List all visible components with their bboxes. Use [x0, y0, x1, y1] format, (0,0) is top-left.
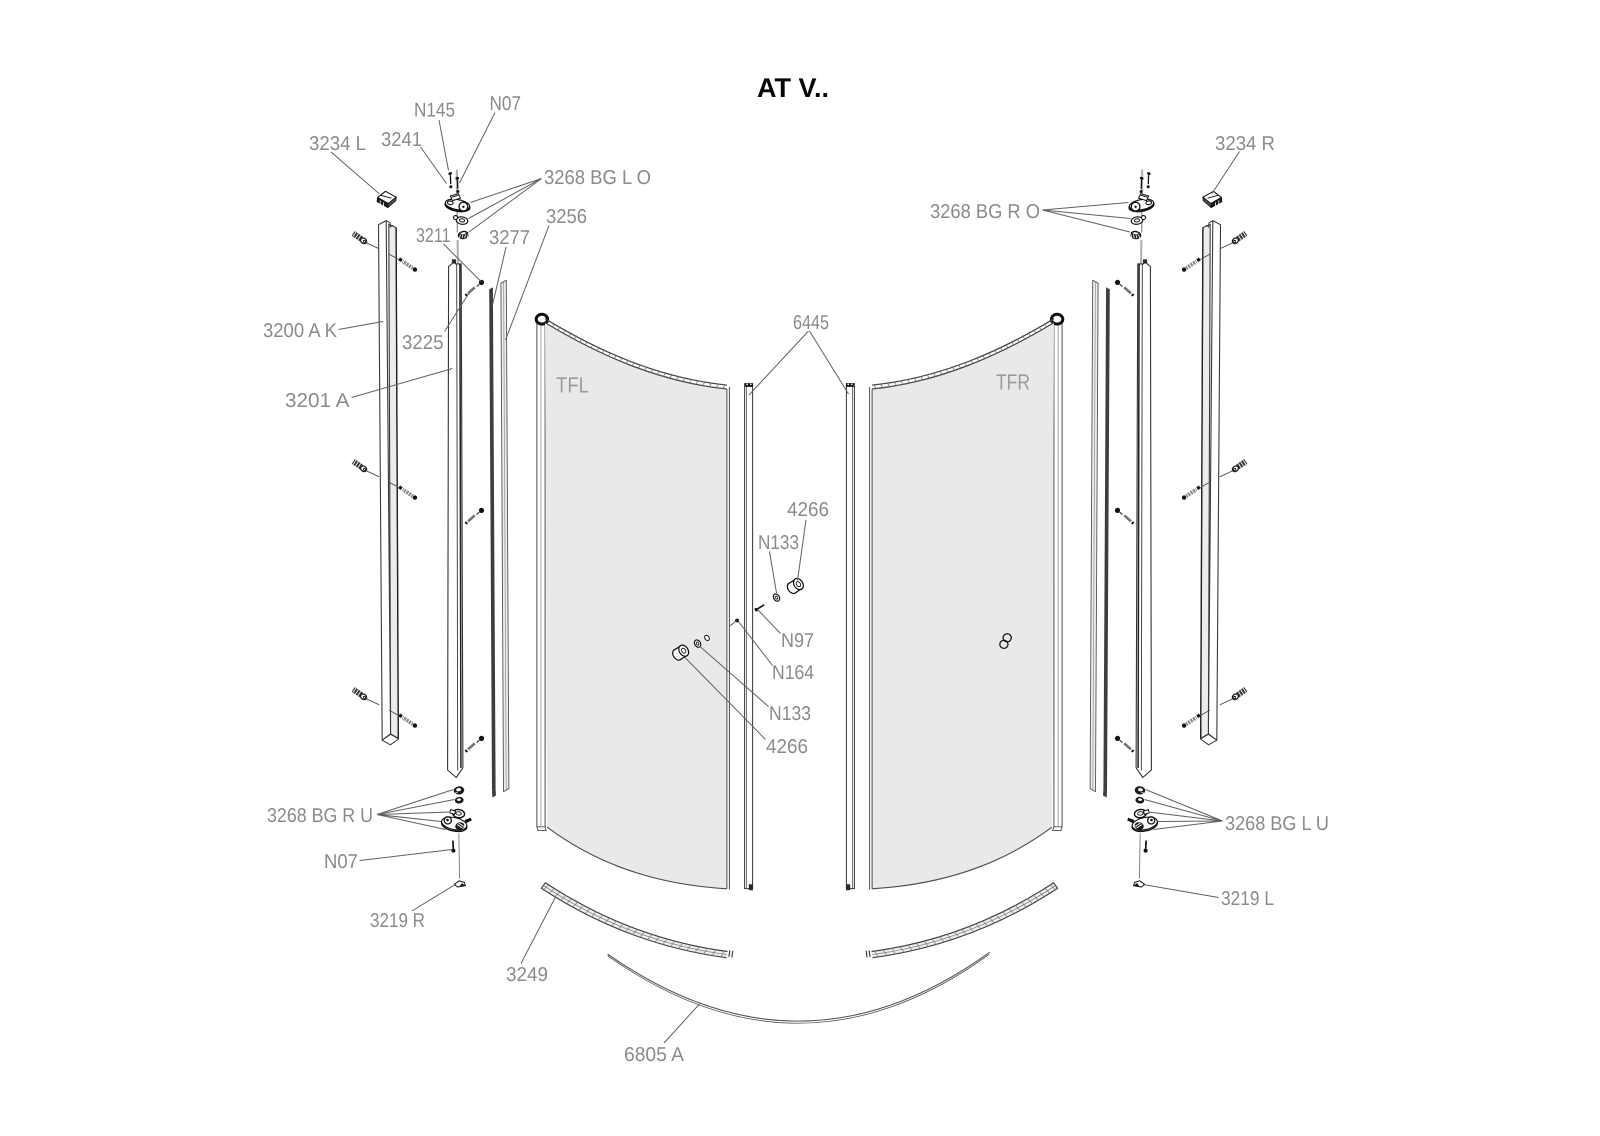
- svg-text:N133: N133: [769, 703, 811, 725]
- svg-text:3211: 3211: [416, 225, 451, 247]
- svg-text:N97: N97: [781, 630, 814, 652]
- svg-text:6445: 6445: [793, 312, 829, 334]
- svg-text:N07: N07: [324, 851, 358, 873]
- svg-text:3201 A: 3201 A: [285, 390, 350, 412]
- svg-text:4266: 4266: [787, 499, 829, 521]
- svg-text:3268 BG R U: 3268 BG R U: [267, 805, 373, 827]
- svg-text:3256: 3256: [546, 206, 587, 228]
- svg-text:3234 R: 3234 R: [1215, 133, 1275, 155]
- svg-text:3225: 3225: [402, 332, 444, 354]
- svg-text:AT V..: AT V..: [757, 73, 829, 103]
- svg-text:N164: N164: [772, 662, 814, 684]
- svg-text:3268 BG R O: 3268 BG R O: [930, 201, 1040, 223]
- svg-text:4266: 4266: [766, 736, 808, 758]
- svg-text:3241: 3241: [381, 129, 422, 151]
- svg-text:N07: N07: [490, 93, 522, 115]
- svg-text:3277: 3277: [489, 227, 530, 249]
- svg-text:N145: N145: [414, 100, 455, 122]
- svg-text:3219 R: 3219 R: [370, 910, 425, 932]
- svg-text:TFR: TFR: [996, 370, 1030, 395]
- svg-text:3219 L: 3219 L: [1221, 888, 1274, 910]
- svg-text:3249: 3249: [506, 964, 548, 986]
- svg-text:TFL: TFL: [556, 373, 589, 398]
- svg-text:N133: N133: [758, 532, 799, 554]
- svg-text:3268 BG L O: 3268 BG L O: [544, 167, 651, 189]
- svg-text:3268 BG L U: 3268 BG L U: [1225, 813, 1329, 835]
- svg-text:6805 A: 6805 A: [624, 1044, 685, 1066]
- svg-text:3234 L: 3234 L: [309, 133, 366, 155]
- svg-text:3200 A K: 3200 A K: [263, 320, 338, 342]
